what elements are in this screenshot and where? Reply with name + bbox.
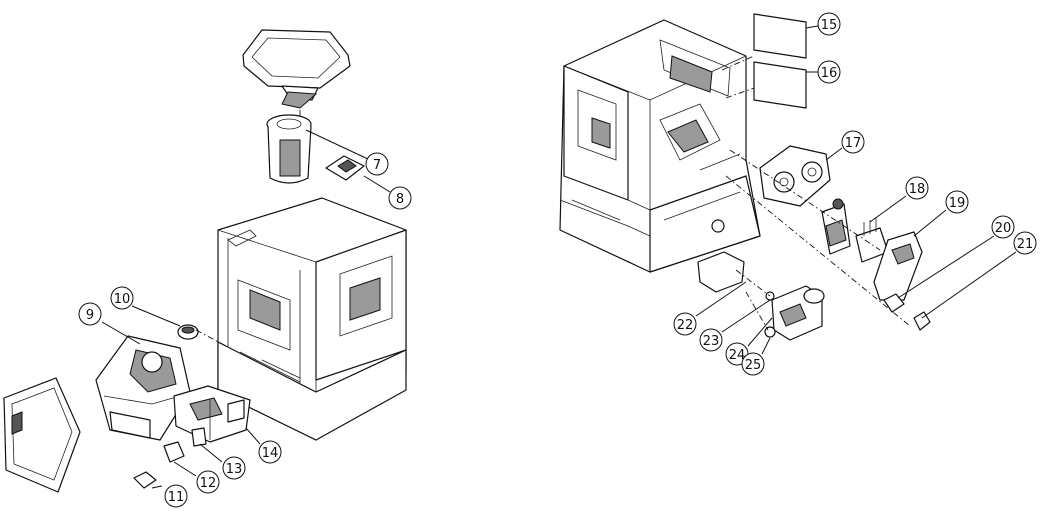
fitting-13: [191, 427, 207, 447]
callout-label-16: 16: [821, 66, 838, 81]
callout-label-22: 22: [677, 318, 694, 333]
callout-label-15: 15: [821, 18, 838, 33]
callout-label-17: 17: [845, 136, 862, 151]
callout-19: 19: [945, 190, 969, 214]
pump-19: [873, 231, 923, 301]
washer-25: [764, 326, 776, 338]
callout-23: 23: [699, 328, 723, 352]
callout-label-12: 12: [200, 476, 217, 491]
holder-22: [697, 251, 745, 293]
right-frame: [559, 19, 761, 273]
right-assembly: [559, 13, 1017, 355]
callout-label-21: 21: [1017, 237, 1034, 252]
brew-unit: [95, 335, 191, 441]
callout-20: 20: [991, 215, 1015, 239]
callout-label-10: 10: [114, 292, 131, 307]
callout-21: 21: [1013, 231, 1037, 255]
callout-8: 8: [388, 186, 412, 210]
cover-17: [759, 145, 831, 207]
callout-17: 17: [841, 130, 865, 154]
callout-14: 14: [258, 440, 282, 464]
fitting-21: [913, 311, 931, 331]
callout-16: 16: [817, 60, 841, 84]
callout-7: 7: [365, 152, 389, 176]
valve-block: [173, 385, 251, 443]
callout-label-9: 9: [86, 308, 94, 323]
callout-15: 15: [817, 12, 841, 36]
callout-10: 10: [110, 286, 134, 310]
side-door: [3, 377, 81, 493]
fitting-12: [163, 441, 185, 463]
callout-label-7: 7: [373, 158, 381, 173]
plate-16: [753, 61, 807, 109]
brew-cylinder: [266, 114, 312, 184]
callout-label-25: 25: [745, 358, 762, 373]
top-tray: [242, 29, 351, 109]
small-fan: [325, 155, 365, 181]
plate-15: [753, 13, 807, 59]
callout-label-8: 8: [396, 192, 404, 207]
callout-9: 9: [78, 302, 102, 326]
callout-label-13: 13: [226, 462, 243, 477]
callout-12: 12: [196, 470, 220, 494]
callout-label-19: 19: [949, 196, 966, 211]
motor-24: [771, 285, 825, 341]
callout-label-20: 20: [995, 221, 1012, 236]
callout-13: 13: [222, 456, 246, 480]
callout-label-14: 14: [262, 446, 279, 461]
callout-25: 25: [741, 352, 765, 376]
left-housing: [217, 197, 407, 441]
fitting-20: [883, 293, 905, 313]
callout-22: 22: [673, 312, 697, 336]
callout-11: 11: [164, 484, 188, 508]
callout-label-24: 24: [729, 348, 746, 363]
callout-18: 18: [905, 176, 929, 200]
small-knob: [177, 324, 199, 340]
valve-assembly: [821, 198, 851, 255]
left-assembly: [3, 29, 407, 493]
fitting-11: [133, 471, 157, 489]
callout-label-23: 23: [703, 334, 720, 349]
callout-label-18: 18: [909, 182, 926, 197]
callout-label-11: 11: [168, 490, 185, 505]
